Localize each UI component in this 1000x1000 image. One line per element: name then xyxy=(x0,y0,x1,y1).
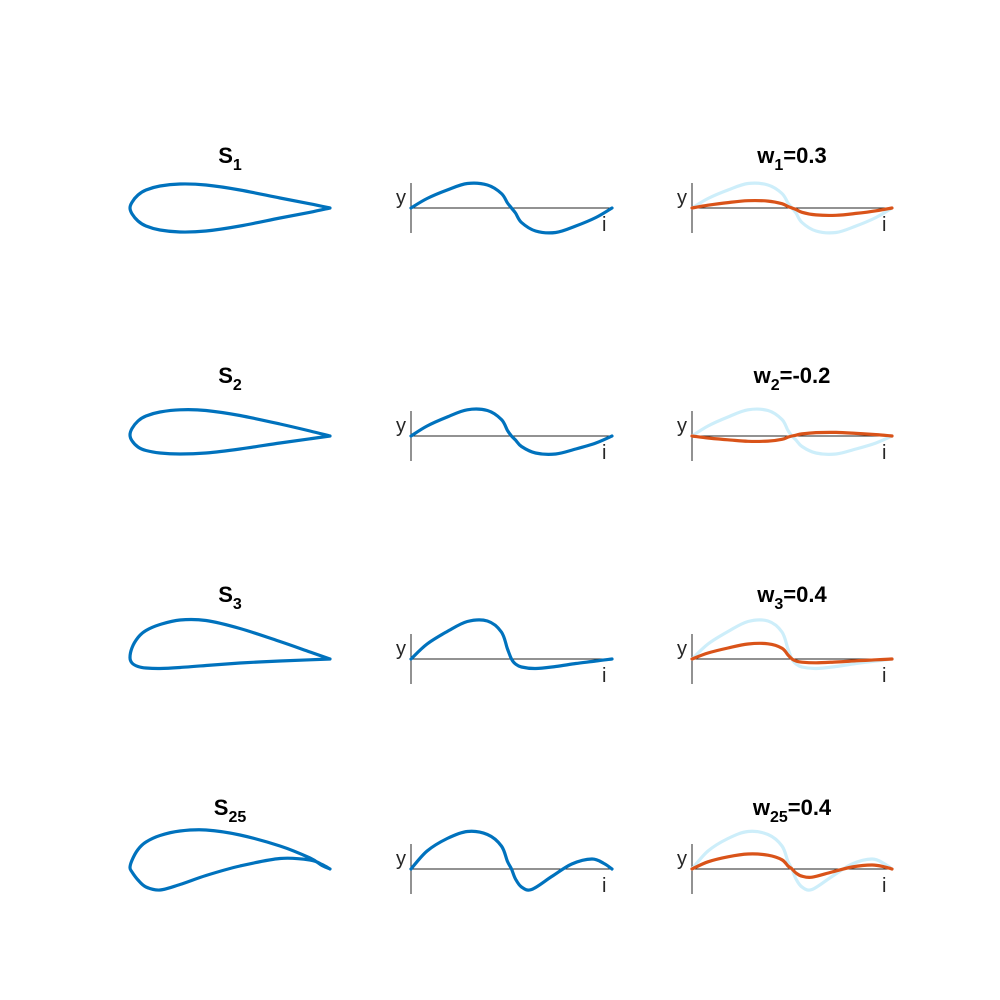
shape-title-subscript: 1 xyxy=(233,157,242,174)
shape-title-subscript: 3 xyxy=(233,596,242,613)
signal-panel: yi xyxy=(396,618,614,687)
shape-title: S25 xyxy=(214,795,247,826)
shape-title-base: S xyxy=(214,795,229,820)
signal-x-label: i xyxy=(602,214,606,236)
shape-title-base: S xyxy=(218,143,233,168)
signal-x-label: i xyxy=(602,442,606,464)
signal-y-label: y xyxy=(396,848,406,870)
weighted-signal-curve xyxy=(690,641,894,665)
weighted-signal-curve xyxy=(690,852,894,880)
weighted-y-label: y xyxy=(677,415,687,437)
weighted-y-label: y xyxy=(677,848,687,870)
rows-layer: S1yiw1=0.3yiS2yiw2=-0.2yiS3yiw3=0.4yiS25… xyxy=(128,143,894,897)
shape-panel: S25 xyxy=(128,795,332,892)
weighted-panel: w3=0.4 y i xyxy=(677,582,894,687)
weighted-panel: w1=0.3 y i xyxy=(677,143,894,236)
weighted-x-label: i xyxy=(882,442,886,464)
airfoil-outline xyxy=(128,408,332,456)
weight-title-value: =-0.2 xyxy=(780,363,831,388)
airfoil-outline xyxy=(128,828,332,892)
signal-panel: yi xyxy=(396,181,614,236)
weight-title: w25=0.4 xyxy=(752,795,832,826)
shape-title: S1 xyxy=(218,143,242,174)
shape-title: S3 xyxy=(218,582,242,613)
signal-panel: yi xyxy=(396,407,614,464)
signal-curve xyxy=(409,407,614,456)
shape-title: S2 xyxy=(218,363,242,394)
weighted-x-label: i xyxy=(882,665,886,687)
weighted-x-label: i xyxy=(882,875,886,897)
weight-title: w2=-0.2 xyxy=(753,363,831,394)
airfoil-outline xyxy=(128,182,332,234)
weighted-y-label: y xyxy=(677,187,687,209)
shape-panel: S1 xyxy=(128,143,332,234)
signal-panel: yi xyxy=(396,829,614,897)
weight-title-subscript: 1 xyxy=(774,157,783,174)
signal-curve xyxy=(409,181,614,235)
unweighted-signal-curve xyxy=(690,407,894,456)
weight-title-value: =0.4 xyxy=(783,582,827,607)
signal-curve xyxy=(409,829,614,892)
weight-title-base: w xyxy=(753,363,772,388)
shape-panel: S2 xyxy=(128,363,332,456)
weighted-panel: w25=0.4 y i xyxy=(677,795,894,897)
weighted-y-label: y xyxy=(677,638,687,660)
shape-panel: S3 xyxy=(128,582,332,671)
weight-title-subscript: 25 xyxy=(770,809,788,826)
weight-title-base: w xyxy=(756,582,775,607)
weight-title-base: w xyxy=(756,143,775,168)
weight-title: w3=0.4 xyxy=(756,582,827,613)
weighted-signal-curve xyxy=(690,430,894,444)
weighted-signal-curve xyxy=(690,198,894,218)
weight-title: w1=0.3 xyxy=(756,143,826,174)
shape-title-subscript: 2 xyxy=(233,377,242,394)
signal-y-label: y xyxy=(396,187,406,209)
signal-y-label: y xyxy=(396,638,406,660)
signal-y-label: y xyxy=(396,415,406,437)
weight-title-base: w xyxy=(752,795,771,820)
shape-title-subscript: 25 xyxy=(228,809,246,826)
weighted-x-label: i xyxy=(882,214,886,236)
unweighted-signal-curve xyxy=(690,829,894,892)
signal-x-label: i xyxy=(602,875,606,897)
weight-title-subscript: 2 xyxy=(771,377,780,394)
shape-title-base: S xyxy=(218,363,233,388)
weight-title-value: =0.4 xyxy=(788,795,832,820)
weight-title-subscript: 3 xyxy=(774,596,783,613)
weight-title-value: =0.3 xyxy=(783,143,826,168)
airfoil-outline xyxy=(128,617,332,671)
signal-curve xyxy=(409,618,614,671)
shape-title-base: S xyxy=(218,582,233,607)
signal-x-label: i xyxy=(602,665,606,687)
weighted-panel: w2=-0.2 y i xyxy=(677,363,894,464)
